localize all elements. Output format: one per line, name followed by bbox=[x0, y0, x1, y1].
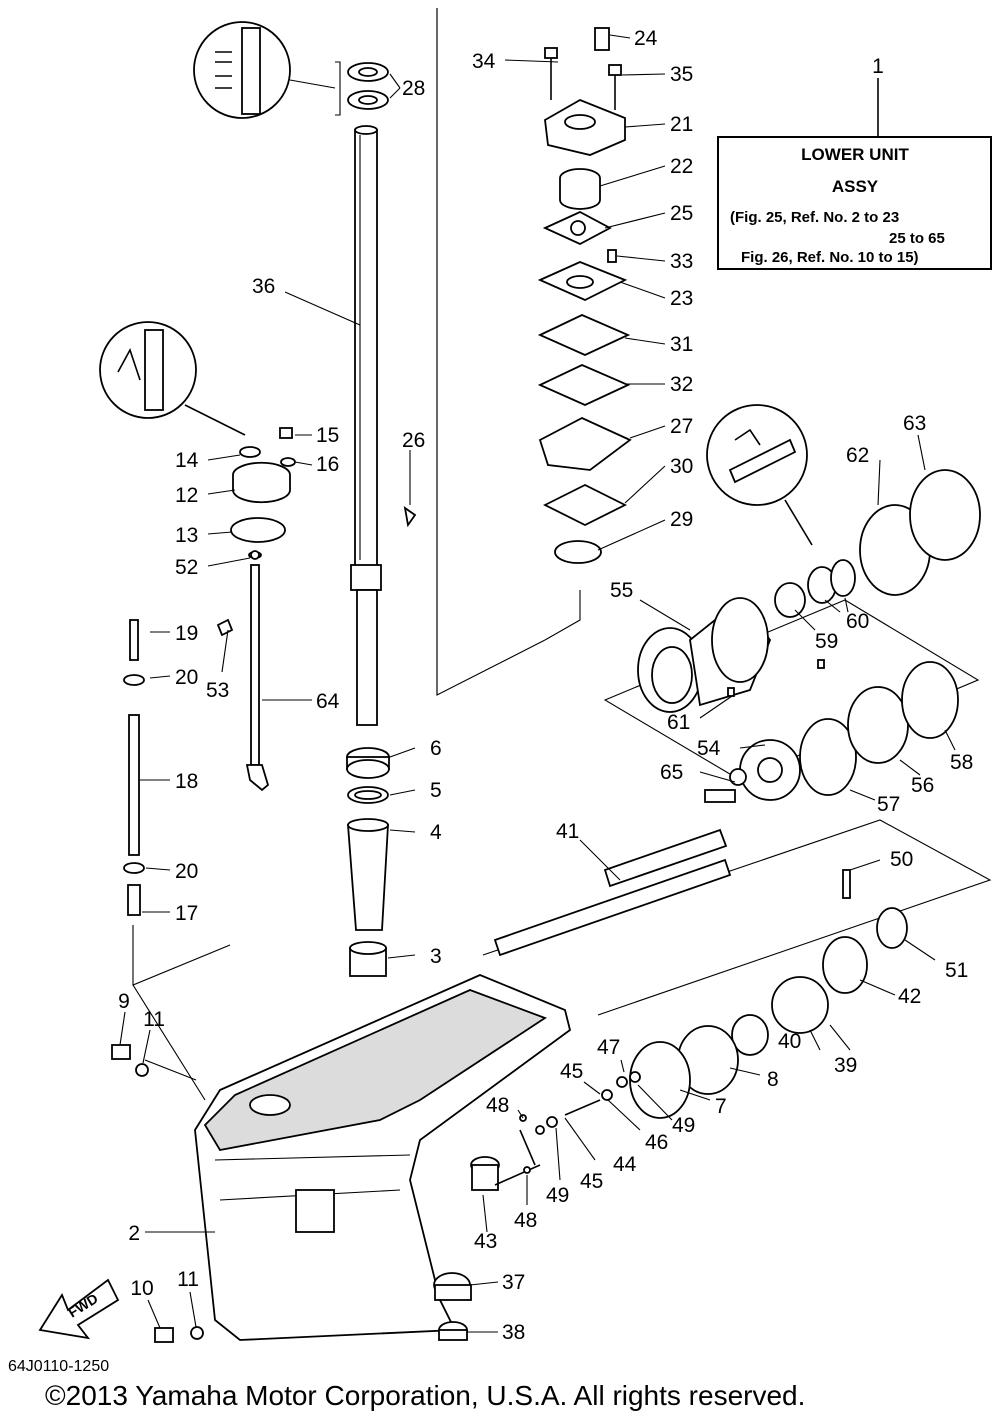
callout-56: 56 bbox=[911, 774, 934, 797]
callout-6: 6 bbox=[430, 737, 442, 760]
callout-22: 22 bbox=[670, 155, 693, 178]
callout-10: 10 bbox=[130, 1277, 153, 1300]
callout-12: 12 bbox=[175, 484, 198, 507]
callout-16: 16 bbox=[316, 453, 339, 476]
callout-21: 21 bbox=[670, 113, 693, 136]
callout-62: 62 bbox=[846, 444, 869, 467]
callout-33: 33 bbox=[670, 250, 693, 273]
callout-49: 49 bbox=[672, 1114, 695, 1137]
callout-31: 31 bbox=[670, 333, 693, 356]
callout-36: 36 bbox=[252, 275, 275, 298]
callout-58: 58 bbox=[950, 751, 973, 774]
callout-65: 65 bbox=[660, 761, 683, 784]
assembly-ref-line2: 25 to 65 bbox=[889, 230, 945, 247]
callout-42: 42 bbox=[898, 985, 921, 1008]
callout-40: 40 bbox=[778, 1030, 801, 1053]
callout-45: 45 bbox=[560, 1060, 583, 1083]
gears-and-bearings bbox=[629, 661, 959, 1119]
callout-34: 34 bbox=[472, 50, 496, 73]
callout-24: 24 bbox=[634, 27, 658, 50]
water-pump-stack bbox=[537, 27, 632, 564]
seal-detail-28-icon bbox=[193, 21, 291, 119]
callout-48b: 48 bbox=[514, 1209, 537, 1232]
callout-48: 48 bbox=[486, 1094, 509, 1117]
callout-46: 46 bbox=[645, 1131, 668, 1154]
callout-61: 61 bbox=[667, 711, 690, 734]
leader-lines bbox=[119, 34, 956, 1333]
shift-rod-assembly bbox=[123, 619, 145, 916]
callout-45b: 45 bbox=[580, 1170, 603, 1193]
callout-38: 38 bbox=[502, 1321, 525, 1344]
callout-9: 9 bbox=[118, 990, 130, 1013]
callout-5: 5 bbox=[430, 779, 442, 802]
callout-15: 15 bbox=[316, 424, 339, 447]
callout-4: 4 bbox=[430, 821, 442, 844]
callout-52: 52 bbox=[175, 556, 198, 579]
callout-64: 64 bbox=[316, 690, 340, 713]
copyright-notice: ©2013 Yamaha Motor Corporation, U.S.A. A… bbox=[45, 1380, 805, 1411]
shift-rod bbox=[230, 427, 296, 792]
callout-55: 55 bbox=[610, 579, 633, 602]
drive-shaft bbox=[350, 125, 382, 726]
screws-and-gaskets bbox=[111, 506, 825, 1343]
callout-37: 37 bbox=[502, 1271, 525, 1294]
assembly-ref-line3: Fig. 26, Ref. No. 10 to 15) bbox=[741, 249, 919, 266]
drawing-number: 64J0110-1250 bbox=[8, 1358, 109, 1375]
callout-60: 60 bbox=[846, 610, 869, 633]
callout-8: 8 bbox=[767, 1068, 779, 1091]
assembly-box: LOWER UNIT ASSY (Fig. 25, Ref. No. 2 to … bbox=[717, 78, 992, 270]
callout-18: 18 bbox=[175, 770, 198, 793]
propeller-shaft bbox=[493, 789, 736, 957]
callout-14: 14 bbox=[175, 449, 199, 472]
callout-numbers: 1 2 3 4 5 6 7 8 9 10 11 11 12 13 14 15 1… bbox=[118, 27, 973, 1344]
callout-26: 26 bbox=[402, 429, 425, 452]
callout-17: 17 bbox=[175, 902, 198, 925]
callout-35: 35 bbox=[670, 63, 693, 86]
callout-20b: 20 bbox=[175, 860, 198, 883]
grease-detail-14-icon bbox=[99, 321, 246, 436]
callout-13: 13 bbox=[175, 524, 198, 547]
grease-detail-60-icon bbox=[706, 404, 813, 546]
oil-seals bbox=[289, 61, 389, 116]
callout-32: 32 bbox=[670, 373, 693, 396]
callout-51: 51 bbox=[945, 959, 968, 982]
callout-41: 41 bbox=[556, 820, 579, 843]
callout-25: 25 bbox=[670, 202, 693, 225]
callout-50: 50 bbox=[890, 848, 913, 871]
callout-29: 29 bbox=[670, 508, 693, 531]
callout-49b: 49 bbox=[546, 1184, 569, 1207]
callout-57: 57 bbox=[877, 793, 900, 816]
callout-23: 23 bbox=[670, 287, 693, 310]
sleeve-and-bearings bbox=[346, 747, 390, 977]
callout-3: 3 bbox=[430, 945, 442, 968]
callout-59: 59 bbox=[815, 630, 838, 653]
assembly-title-line1: LOWER UNIT bbox=[801, 145, 909, 164]
callout-28: 28 bbox=[402, 77, 425, 100]
callout-47: 47 bbox=[597, 1036, 620, 1059]
callout-27: 27 bbox=[670, 415, 693, 438]
callout-39: 39 bbox=[834, 1054, 857, 1077]
callout-11b: 11 bbox=[177, 1268, 199, 1291]
callout-11: 11 bbox=[143, 1008, 165, 1031]
callout-53: 53 bbox=[206, 679, 229, 702]
callout-63: 63 bbox=[903, 412, 926, 435]
callout-7: 7 bbox=[715, 1095, 727, 1118]
callout-30: 30 bbox=[670, 455, 693, 478]
callout-44: 44 bbox=[613, 1153, 637, 1176]
callout-1: 1 bbox=[872, 55, 884, 78]
callout-54: 54 bbox=[697, 737, 721, 760]
shift-plunger-parts bbox=[470, 1071, 641, 1191]
callout-19: 19 bbox=[175, 622, 198, 645]
callout-20: 20 bbox=[175, 666, 198, 689]
lower-case bbox=[194, 974, 572, 1341]
callout-2: 2 bbox=[128, 1222, 140, 1245]
assembly-ref-line1: (Fig. 25, Ref. No. 2 to 23 bbox=[730, 209, 899, 226]
fwd-arrow-icon: FWD bbox=[38, 1278, 120, 1340]
assembly-title-line2: ASSY bbox=[832, 177, 879, 196]
bearing-housing bbox=[637, 469, 981, 713]
callout-43: 43 bbox=[474, 1230, 497, 1253]
